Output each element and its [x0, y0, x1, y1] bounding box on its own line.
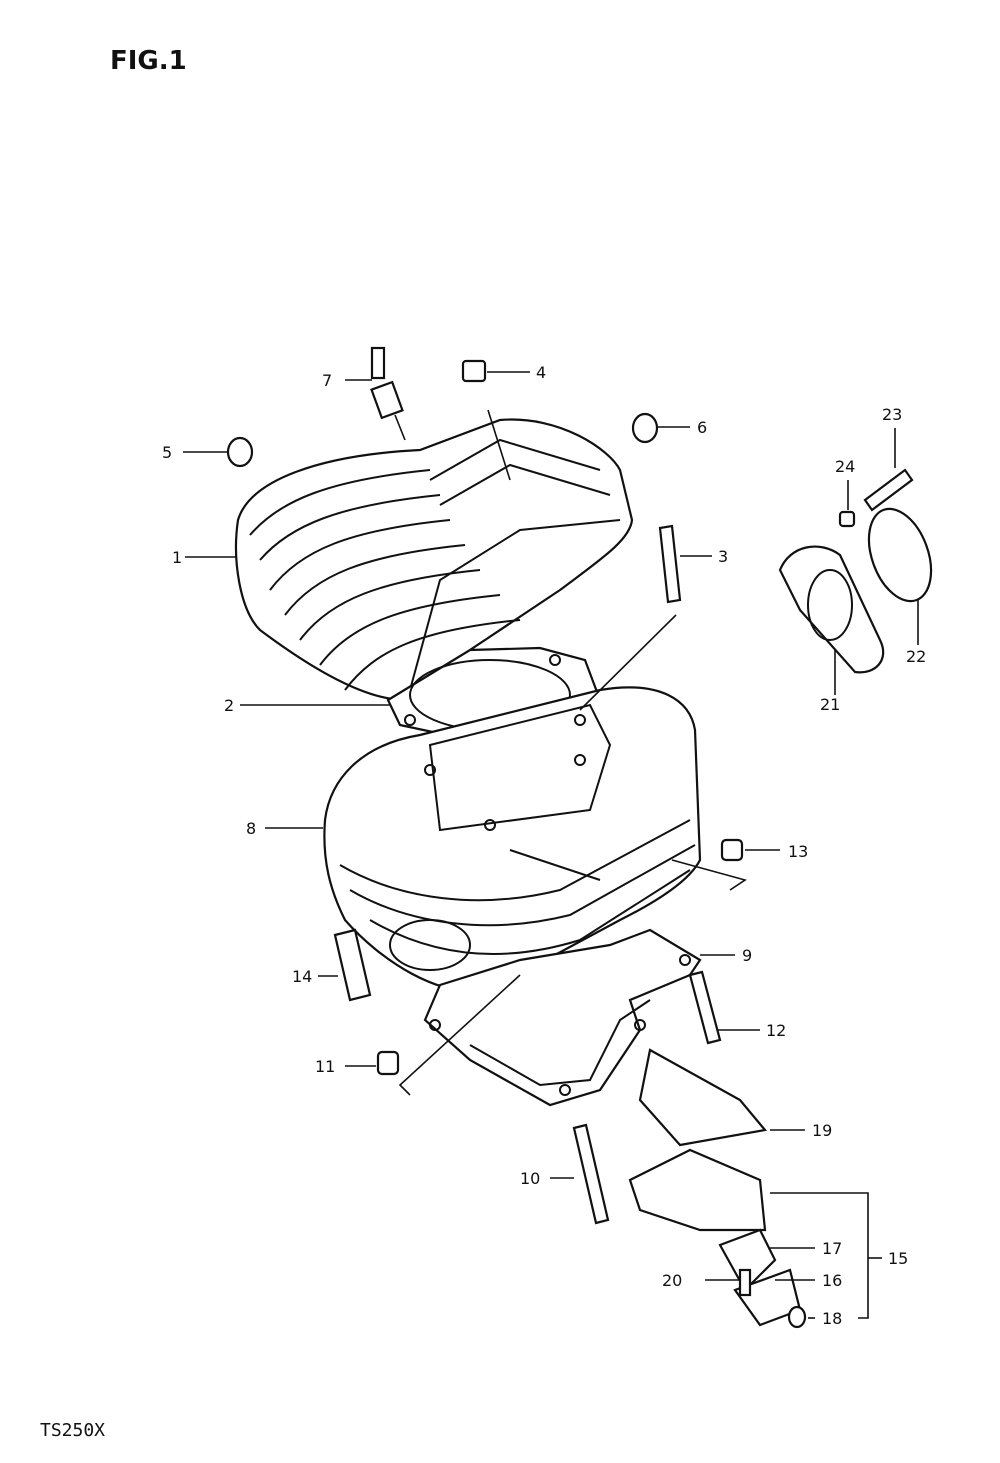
- reed-valve-assembly: [628, 1048, 807, 1329]
- callout-10: 10: [520, 1169, 540, 1188]
- callout-17: 17: [822, 1239, 842, 1258]
- callout-9: 9: [742, 946, 752, 965]
- spark-plug: [370, 346, 406, 441]
- callout-6: 6: [697, 418, 707, 437]
- callout-8: 8: [246, 819, 256, 838]
- callout-19: 19: [812, 1121, 832, 1140]
- callout-20: 20: [662, 1271, 682, 1290]
- callout-13: 13: [788, 842, 808, 861]
- callout-23: 23: [882, 405, 902, 424]
- callout-7: 7: [322, 371, 332, 390]
- cylinder: [323, 686, 702, 993]
- leader-lines: [183, 371, 919, 1319]
- callout-16: 16: [822, 1271, 842, 1290]
- model-code: TS250X: [40, 1420, 106, 1441]
- callout-22: 22: [906, 647, 926, 666]
- callout-5: 5: [162, 443, 172, 462]
- callout-1: 1: [172, 548, 182, 567]
- cylinder-head: [235, 418, 634, 702]
- callout-24: 24: [835, 457, 855, 476]
- figure-title: FIG.1: [110, 46, 187, 76]
- callout-15: 15: [888, 1249, 908, 1268]
- callout-12: 12: [766, 1021, 786, 1040]
- callout-3: 3: [718, 547, 728, 566]
- small-parts: [226, 359, 744, 1225]
- callout-21: 21: [820, 695, 840, 714]
- intake-parts: [778, 468, 933, 674]
- callout-14: 14: [292, 967, 312, 986]
- callout-18: 18: [822, 1309, 842, 1328]
- callout-2: 2: [224, 696, 234, 715]
- callout-11: 11: [315, 1057, 335, 1076]
- callout-labels: 7 4 5 6 23 24 1 3 22 21 2 8 13 9 14 12 1…: [162, 363, 926, 1328]
- callout-4: 4: [536, 363, 546, 382]
